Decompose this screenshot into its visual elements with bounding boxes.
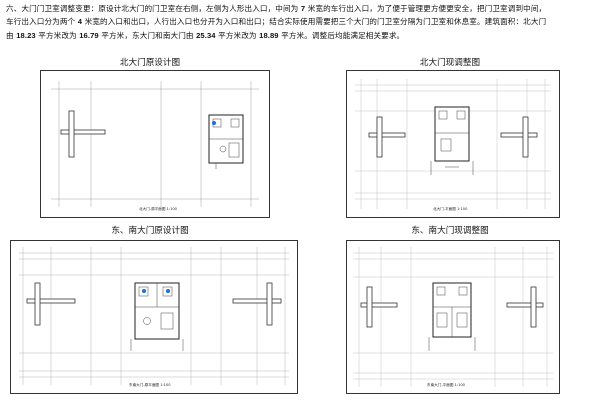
text: 平方米。调整后均能满足相关要求。: [278, 30, 405, 40]
north-adjusted-plan: [355, 79, 551, 209]
caption-east-south-adjusted: 东、南大门现调整图: [411, 226, 489, 236]
north-original-plan: [51, 81, 259, 207]
paragraph-line-1: 六、大门门卫室调整变更：原设计北大门的门卫室在右侧，左侧为人形出入口，中间为 7…: [6, 2, 596, 15]
text: 车行出入口分为两个: [6, 17, 78, 27]
text: 平方米，东大门和南大门由: [98, 30, 197, 40]
caption-east-south-original: 东、南大门原设计图: [111, 226, 189, 236]
description-paragraph: 六、大门门卫室调整变更：原设计北大门的门卫室在右侧，左侧为人形出入口，中间为 7…: [6, 2, 596, 42]
drawing-tag: 北大门-平面图 1:100: [433, 207, 468, 211]
number: 4: [77, 17, 83, 27]
east-south-original-plan: [19, 247, 289, 385]
number: 18.89: [259, 30, 279, 40]
paragraph-line-3: 由 18.23 平方米改为 16.79 平方米，东大门和南大门由 25.34 平…: [6, 29, 596, 42]
text: 平方米改为: [35, 30, 80, 40]
marker-icon: [166, 289, 170, 293]
number: 25.34: [196, 30, 216, 40]
number: 16.79: [79, 30, 99, 40]
paragraph-line-2: 车行出入口分为两个 4 米宽的入口和出口，人行出入口也分开为入口和出口；结合实际…: [6, 15, 596, 28]
drawing-east-south-original: 东南大门-原平面图 1:100: [10, 240, 298, 394]
drawing-north-adjusted: 北大门-平面图 1:100: [346, 70, 560, 218]
drawing-east-south-adjusted: 东南大门-平面图 1:100: [346, 240, 560, 394]
drawing-north-original: 北大门-原平面图 1:100: [40, 70, 270, 218]
number: 18.23: [16, 30, 36, 40]
number: 7: [300, 4, 306, 13]
text: 米宽的车行出入口，为了便于管理更方便更安全，把门卫室调到中间，: [305, 4, 547, 13]
text: 六、大门门卫室调整变更：原设计北大门的门卫室在右侧，左侧为人形出入口，中间为: [6, 4, 301, 13]
marker-icon: [142, 289, 146, 293]
caption-north-original: 北大门原设计图: [119, 58, 181, 68]
marker-icon: [212, 121, 216, 125]
drawing-tag: 东南大门-平面图 1:100: [427, 383, 465, 387]
text: 米宽的入口和出口，人行出入口也分开为入口和出口；结合实际使用需要把三个大门的门卫…: [82, 17, 547, 27]
text: 平方米改为: [215, 30, 260, 40]
caption-north-adjusted: 北大门现调整图: [419, 58, 481, 68]
text: 由: [6, 30, 17, 40]
drawing-tag: 东南大门-原平面图 1:100: [129, 383, 171, 387]
drawing-tag: 北大门-原平面图 1:100: [139, 207, 177, 211]
east-south-adjusted-plan: [353, 247, 553, 387]
